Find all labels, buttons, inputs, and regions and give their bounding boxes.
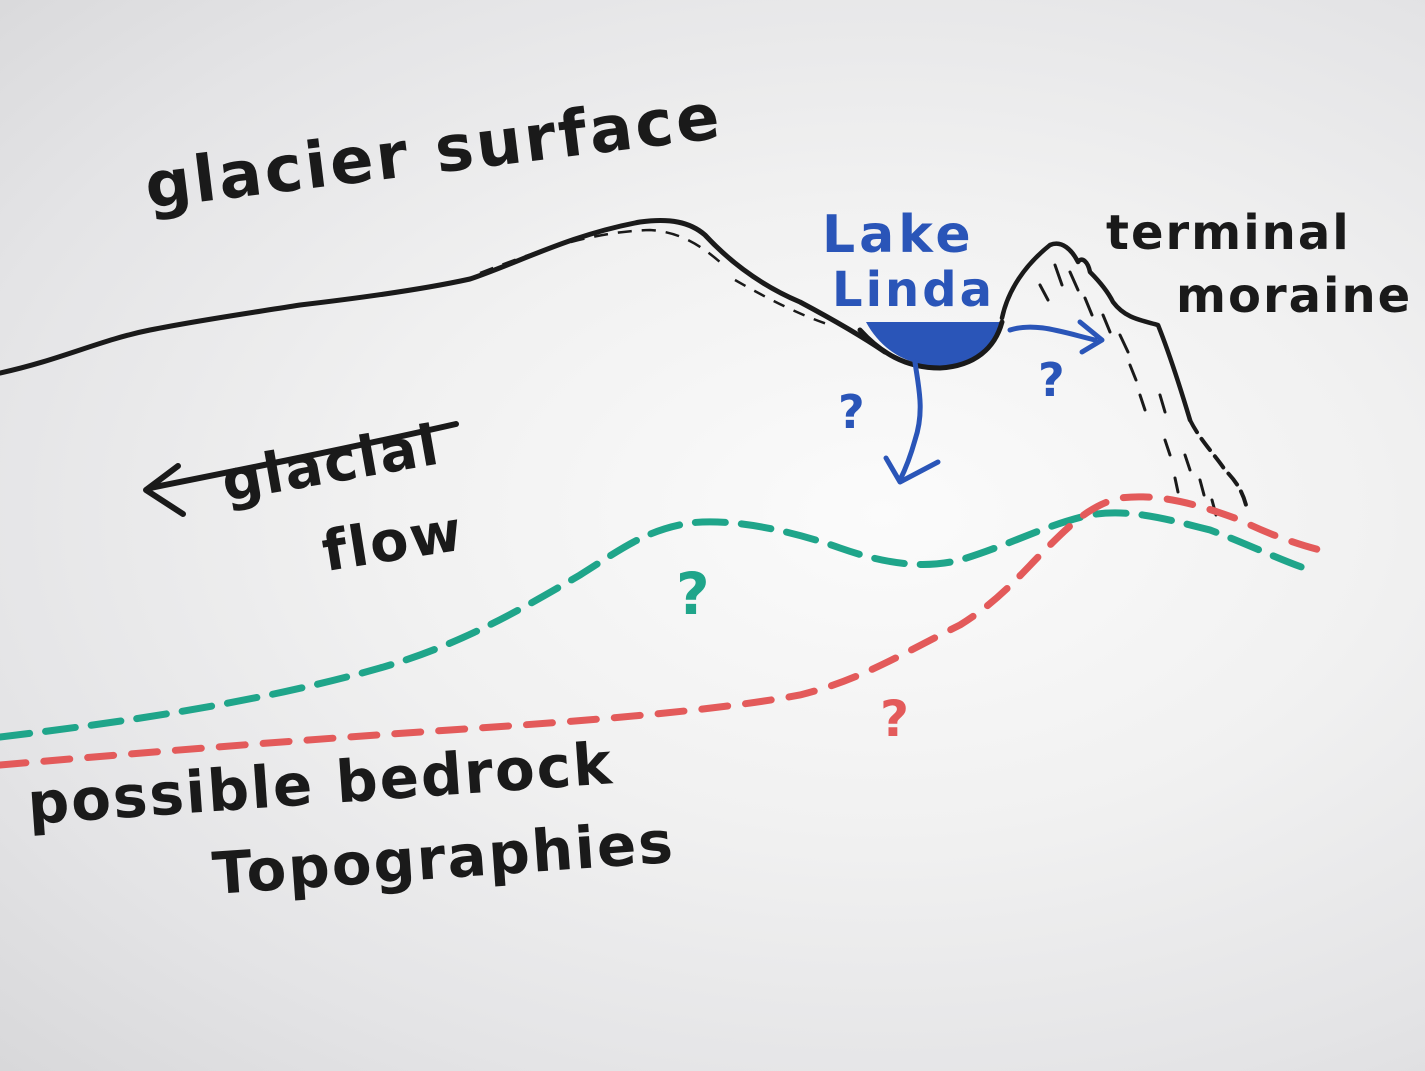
moraine-right-slope: [1188, 418, 1248, 507]
terminal-moraine-label-line2: moraine: [1176, 268, 1413, 324]
lake-down-arrow-shaft: [897, 359, 923, 483]
lake-water: [866, 322, 1000, 366]
glacier-surface-line: [0, 218, 888, 376]
glacier-surface-dash: [479, 228, 721, 275]
lake-right-arrow-shaft: [1007, 324, 1098, 343]
lake-drain-question-mark: ?: [838, 385, 865, 439]
lake-right-arrow-head: [1077, 319, 1105, 355]
red-bedrock-question-mark: ?: [880, 690, 910, 748]
bedrock-red-line: [0, 493, 1324, 769]
lake-down-arrow-head: [883, 455, 941, 485]
green-bedrock-question-mark: ?: [676, 560, 710, 628]
lake-name-line1: Lake: [822, 205, 975, 265]
bedrock-green-line: [0, 509, 1314, 741]
lake-basin-line: [857, 319, 1005, 371]
terminal-moraine-label-line1: terminal: [1106, 205, 1351, 261]
glacial-flow-arrow-head: [143, 463, 186, 517]
lake-name-line2: Linda: [832, 262, 995, 318]
glacial-flow-arrow-shaft: [147, 421, 459, 491]
moraine-outline: [999, 241, 1193, 423]
lake-overflow-question-mark: ?: [1038, 353, 1065, 407]
glacier-slope-dash: [734, 278, 831, 327]
